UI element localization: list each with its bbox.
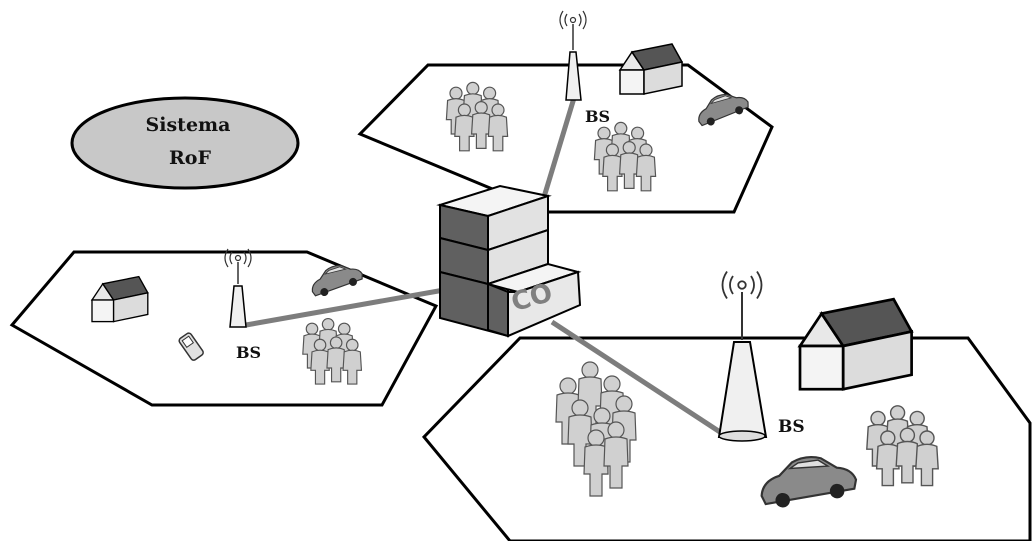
system-label: Sistema RoF	[70, 96, 300, 190]
link-co-bs-bottom	[550, 319, 722, 435]
house-icon	[798, 297, 913, 391]
bs-label-bottom: BS	[778, 417, 805, 437]
antenna-tower-icon	[717, 270, 768, 442]
antenna-tower-icon	[224, 248, 252, 328]
fiber-links	[245, 97, 722, 435]
bs-label-left: BS	[236, 343, 261, 362]
link-co-bs-top	[538, 97, 577, 208]
cell-area-left	[9, 250, 439, 407]
link-co-bs-left	[245, 287, 445, 328]
cell-area-top	[357, 63, 774, 214]
left-cell: BS	[91, 248, 366, 384]
antenna-tower-icon	[559, 10, 587, 101]
system-label-line2: RoF	[169, 147, 211, 169]
system-label-line1: Sistema	[146, 114, 231, 136]
building-icon	[436, 184, 582, 338]
bottom-cell: BS	[555, 270, 938, 512]
house-icon	[619, 43, 683, 95]
bs-label-top: BS	[585, 107, 610, 126]
mobile-phone-icon	[178, 332, 204, 361]
central-office: CO	[436, 184, 582, 338]
top-cell: BS	[446, 10, 752, 191]
